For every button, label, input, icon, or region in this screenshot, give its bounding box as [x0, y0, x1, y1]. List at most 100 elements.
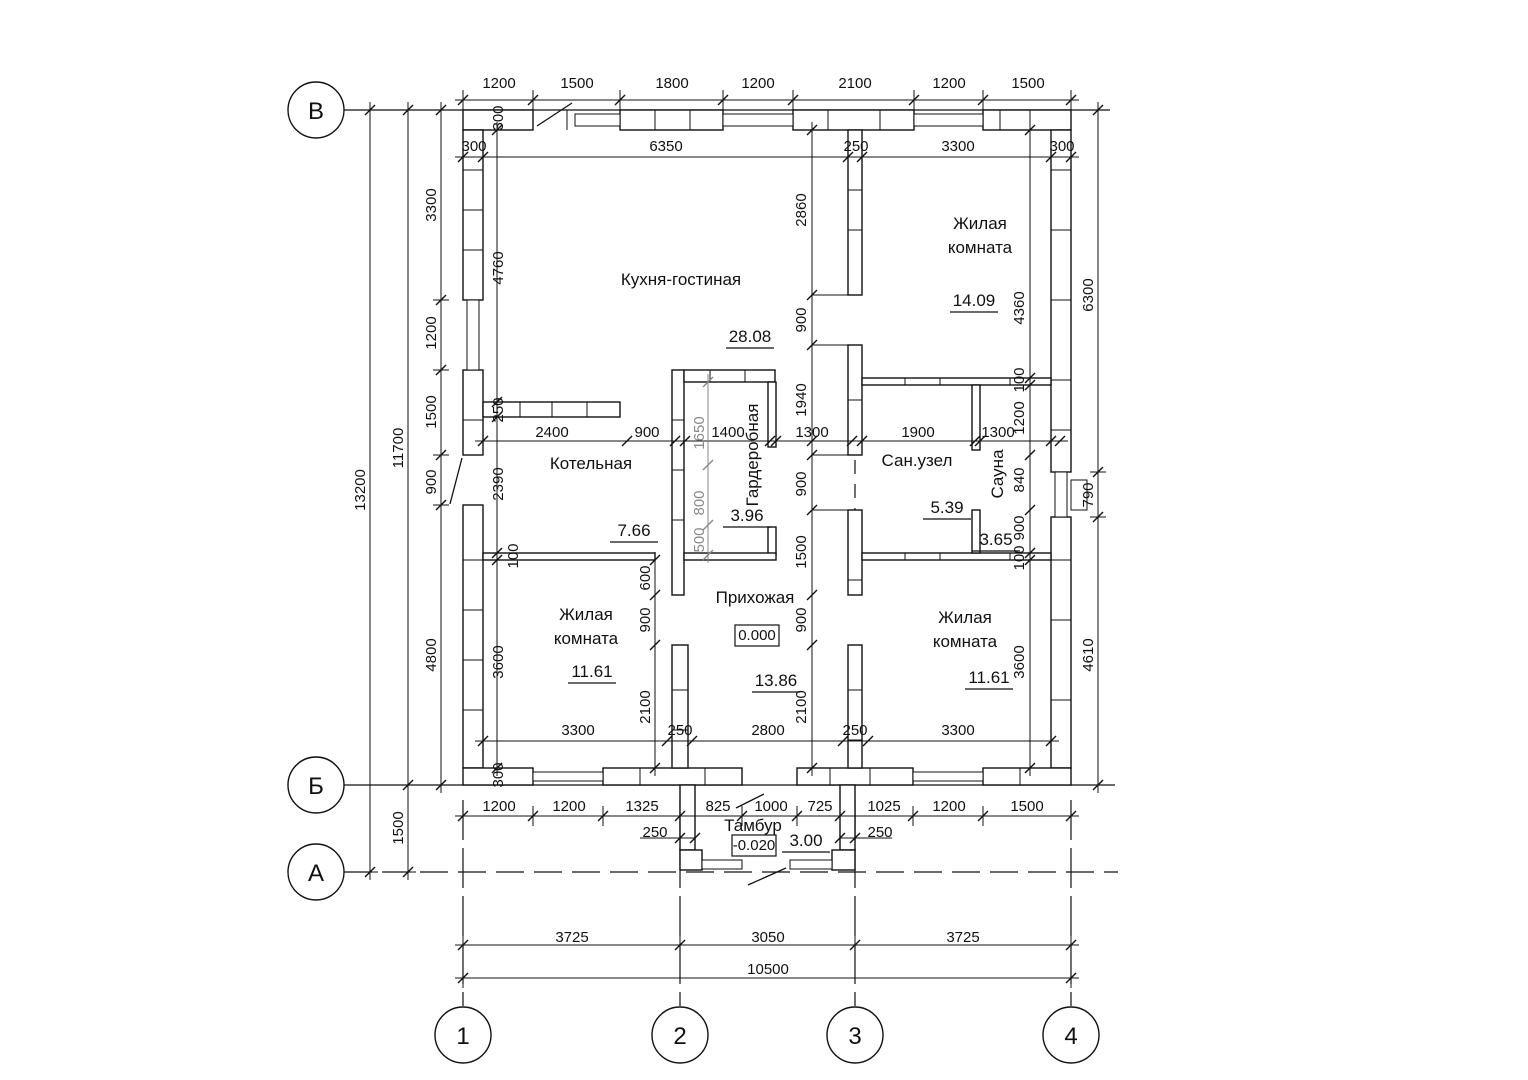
dimension-text: 2100 [637, 690, 654, 723]
dimension-text: 825 [705, 798, 730, 815]
window [789, 859, 833, 870]
dimension-text: 1200 [932, 798, 965, 815]
room-name: комната [948, 238, 1013, 257]
dimension-text: 100 [505, 543, 522, 568]
room-area: 3.96 [730, 506, 763, 525]
wall [462, 109, 534, 131]
dimension-text: 3300 [941, 722, 974, 739]
room-name: Жилая [953, 214, 1007, 233]
dimension-text: 300 [490, 105, 507, 130]
room-area: 14.09 [953, 291, 996, 310]
wall [462, 369, 484, 456]
dimension-text: 3600 [1011, 645, 1028, 678]
dimension-text: 1200 [552, 798, 585, 815]
dimension-text: 2860 [793, 193, 810, 226]
dimension-text: 1800 [655, 75, 688, 92]
dimension-text: 1300 [795, 424, 828, 441]
axis-label: 1 [456, 1023, 469, 1050]
dimension-text: 900 [793, 607, 810, 632]
wall [982, 109, 1072, 131]
dimension-text: 1000 [754, 798, 787, 815]
dimension-text: 900 [793, 471, 810, 496]
dimension-text: 1300 [981, 424, 1014, 441]
dimension-text: 3300 [941, 138, 974, 155]
wall [861, 552, 1052, 561]
dimension-text: 300 [490, 762, 507, 787]
dimension-text: 1325 [625, 798, 658, 815]
dimension-text: 3600 [490, 645, 507, 678]
dimension-text: 1200 [482, 798, 515, 815]
elevation-box [734, 624, 780, 647]
window [1054, 471, 1068, 518]
window [722, 113, 794, 127]
dimension-text: 900 [1011, 515, 1028, 540]
dimension-text: 300 [461, 138, 486, 155]
room-area: 3.65 [979, 530, 1012, 549]
window [913, 113, 984, 127]
axis-label: Б [308, 773, 324, 800]
dimension-text: 1500 [1011, 75, 1044, 92]
window [532, 771, 604, 782]
dimension-text: 1200 [932, 75, 965, 92]
dimension-text: 4610 [1080, 638, 1097, 671]
walls [462, 109, 1072, 871]
wall [619, 109, 724, 131]
room-name: Сауна [988, 449, 1007, 499]
dimension-text: 900 [634, 424, 659, 441]
dimension-lines [362, 90, 1106, 988]
wall [847, 644, 863, 769]
window [466, 299, 480, 371]
room-name: Гардеробная [743, 404, 762, 507]
door-swing [536, 102, 573, 127]
wall [971, 384, 981, 451]
dimension-text: 840 [1011, 467, 1028, 492]
dimension-text: 2100 [838, 75, 871, 92]
dimension-text: 250 [667, 722, 692, 739]
room-name: комната [933, 632, 998, 651]
dimension-text: 900 [637, 607, 654, 632]
axis-label: А [308, 860, 324, 887]
room-name: Сан.узел [882, 451, 953, 470]
dimension-text: 1200 [482, 75, 515, 92]
wall [767, 381, 777, 448]
dimension-text: 1200 [423, 316, 440, 349]
dimension-text: 3300 [561, 722, 594, 739]
dimension-text: 6350 [649, 138, 682, 155]
dimension-text: 790 [1080, 482, 1097, 507]
door-swing [735, 793, 765, 809]
labels: Кухня-гостиная28.08Жилаякомната14.09Коте… [352, 75, 1097, 978]
axis-label: 2 [673, 1023, 686, 1050]
window [1070, 479, 1088, 511]
axis-marker-circle [287, 81, 345, 139]
dimension-text: 3050 [751, 929, 784, 946]
dimension-text: 1940 [793, 383, 810, 416]
wall [671, 644, 689, 769]
wall [847, 509, 863, 596]
wall [792, 109, 915, 131]
dimension-text: 11700 [390, 428, 407, 469]
wall [767, 526, 777, 556]
room-area: 3.00 [789, 831, 822, 850]
dimension-text: 1500 [423, 395, 440, 428]
dimension-text: 250 [642, 824, 667, 841]
wall [831, 849, 856, 871]
room-area: 28.08 [729, 327, 772, 346]
dimension-text: 2400 [535, 424, 568, 441]
axis-marker-circle [651, 1006, 709, 1064]
dimension-text: 1500 [390, 811, 407, 844]
dimension-text: 900 [793, 307, 810, 332]
window [574, 113, 621, 127]
dimension-text: 4800 [423, 638, 440, 671]
room-area: 13.86 [755, 671, 798, 690]
dimension-text: 3300 [423, 188, 440, 221]
elevation-mark: -0.020 [733, 837, 776, 854]
room-area: 7.66 [617, 521, 650, 540]
door-swing [747, 867, 787, 886]
window [701, 859, 743, 870]
dimension-text: 3725 [946, 929, 979, 946]
wall [683, 552, 777, 561]
dimension-text: 800 [691, 490, 708, 515]
dimension-text: 1650 [691, 416, 708, 449]
